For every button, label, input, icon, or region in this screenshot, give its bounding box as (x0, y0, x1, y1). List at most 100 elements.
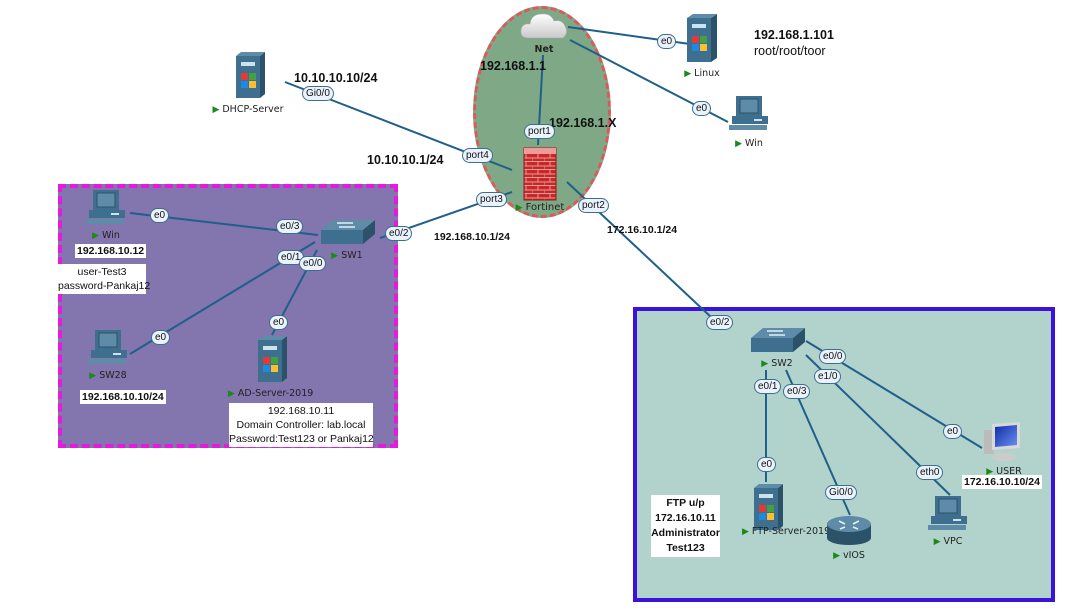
running-icon: ▶ (515, 203, 523, 213)
node-dhcp-server[interactable]: ▶DHCP-Server (212, 50, 284, 115)
win-lan-credentials-note: user-Test3 password-Pankaj12 (58, 264, 151, 294)
running-icon: ▶ (761, 359, 769, 369)
node-win-lan[interactable]: ▶Win (82, 188, 130, 241)
server-icon (754, 484, 783, 530)
port-sw2-e01[interactable]: e0/1 (754, 379, 782, 394)
pc-icon (86, 190, 125, 224)
ftp-title: FTP u/p (666, 497, 705, 509)
ad-server-note: 192.168.10.11 Domain Controller: lab.loc… (229, 403, 374, 447)
user-ip-note: 172.16.10.10/24 (962, 475, 1042, 489)
port-sw2-e10[interactable]: e1/0 (814, 369, 842, 384)
node-ad-server[interactable]: ▶AD-Server-2019 (228, 334, 314, 399)
net-ip-label: 192.168.1.1 (480, 59, 547, 73)
net-name: Net (534, 44, 554, 55)
win-top-name: Win (745, 138, 763, 149)
linux-name: Linux (694, 68, 720, 79)
ad-name: AD-Server-2019 (237, 388, 314, 399)
node-fortinet[interactable]: ▶Fortinet (512, 146, 568, 213)
ftp-server-note: FTP u/p 172.16.10.11 Administrator Test1… (651, 495, 720, 557)
ftp-user: Administrator (651, 527, 720, 539)
linux-ip-label: 192.168.1.101 (754, 28, 834, 42)
port-sw1-e03[interactable]: e0/3 (276, 219, 304, 234)
dhcp-name: DHCP-Server (222, 104, 284, 115)
sw2-name: SW2 (771, 358, 793, 369)
node-win-top[interactable]: ▶Win (724, 94, 774, 149)
server-icon (258, 336, 287, 382)
running-icon: ▶ (933, 537, 941, 547)
fortinet-name: Fortinet (525, 202, 565, 213)
ad-ip: 192.168.10.11 (267, 405, 335, 417)
node-net[interactable]: Net (516, 8, 572, 55)
vios-name: vIOS (842, 550, 865, 561)
node-sw1[interactable]: ▶SW1 (316, 218, 378, 261)
running-icon: ▶ (92, 231, 100, 241)
server-icon (687, 14, 717, 62)
port-winlan-e0[interactable]: e0 (150, 208, 170, 223)
port-vios-gi00[interactable]: Gi0/0 (825, 485, 857, 500)
ftp-ip: 172.16.10.11 (655, 512, 716, 524)
port2-ip-label: 172.16.10.1/24 (607, 224, 678, 236)
node-vpc[interactable]: ▶VPC (922, 494, 974, 547)
running-icon: ▶ (986, 467, 994, 477)
firewall-icon (523, 147, 557, 201)
port-fortinet-port4[interactable]: port4 (462, 148, 493, 163)
win-lan-pass: password-Pankaj12 (58, 280, 151, 292)
vpc-name: VPC (943, 536, 963, 547)
running-icon: ▶ (228, 389, 235, 399)
sw1-name: SW1 (341, 250, 363, 261)
win-lan-ip-note: 192.168.10.12 (75, 244, 147, 258)
running-icon: ▶ (735, 139, 743, 149)
port-sw28-e0[interactable]: e0 (151, 330, 171, 345)
port-sw2-e03[interactable]: e0/3 (783, 384, 811, 399)
running-icon: ▶ (684, 69, 692, 79)
port-fortinet-port1[interactable]: port1 (524, 124, 555, 139)
pc-icon (729, 96, 768, 130)
port-sw2-e02[interactable]: e0/2 (706, 315, 734, 330)
port-wintop-e0[interactable]: e0 (692, 101, 712, 116)
linux-cred-label: root/root/toor (754, 44, 826, 58)
port-vpc-eth0[interactable]: eth0 (916, 465, 944, 480)
pc-icon (928, 496, 967, 530)
win-lan-name: Win (102, 230, 120, 241)
port-sw1-e02[interactable]: e0/2 (385, 226, 413, 241)
port-fortinet-port2[interactable]: port2 (578, 198, 609, 213)
port3-ip-label: 192.168.10.1/24 (434, 231, 510, 243)
running-icon: ▶ (331, 251, 339, 261)
node-vios[interactable]: ▶vIOS (824, 514, 874, 561)
node-sw28[interactable]: ▶SW28 (84, 328, 132, 381)
sw28-name: SW28 (99, 370, 127, 381)
port4-ip-label: 10.10.10.1/24 (367, 153, 444, 167)
ad-domain: Domain Controller: lab.local (236, 419, 366, 431)
ad-pass: Password:Test123 or Pankaj12 (229, 433, 374, 445)
cloud-icon (520, 13, 567, 39)
router-icon (827, 516, 871, 545)
port-sw1-e00[interactable]: e0/0 (299, 256, 327, 271)
node-linux[interactable]: ▶Linux (682, 12, 722, 79)
port-ad-e0[interactable]: e0 (269, 315, 289, 330)
port-user-e0[interactable]: e0 (943, 424, 963, 439)
ftp-pass: Test123 (666, 542, 705, 554)
fortinet-wan-ip-label: 192.168.1.X (549, 116, 617, 130)
port-dhcp-gi00[interactable]: Gi0/0 (302, 86, 334, 101)
user-name: USER (996, 466, 1022, 477)
dhcp-ip-label: 10.10.10.10/24 (294, 71, 378, 85)
server-icon (236, 52, 265, 98)
running-icon: ▶ (212, 105, 220, 115)
running-icon: ▶ (833, 551, 840, 561)
desktop-icon (984, 422, 1020, 461)
running-icon: ▶ (742, 527, 749, 537)
switch-icon (751, 328, 805, 352)
port-sw2-e00[interactable]: e0/0 (819, 349, 847, 364)
ftp-name: FTP-Server-2019 (751, 526, 831, 537)
running-icon: ▶ (89, 371, 97, 381)
port-fortinet-port3[interactable]: port3 (476, 192, 507, 207)
pc-icon (88, 330, 127, 364)
switch-icon (321, 220, 375, 244)
node-user[interactable]: ▶USER (978, 420, 1030, 477)
win-lan-user: user-Test3 (77, 266, 127, 278)
port-ftp-e0[interactable]: e0 (757, 457, 777, 472)
port-linux-e0[interactable]: e0 (657, 34, 677, 49)
node-sw2[interactable]: ▶SW2 (746, 326, 808, 369)
node-ftp-server[interactable]: ▶FTP-Server-2019 (722, 482, 830, 537)
